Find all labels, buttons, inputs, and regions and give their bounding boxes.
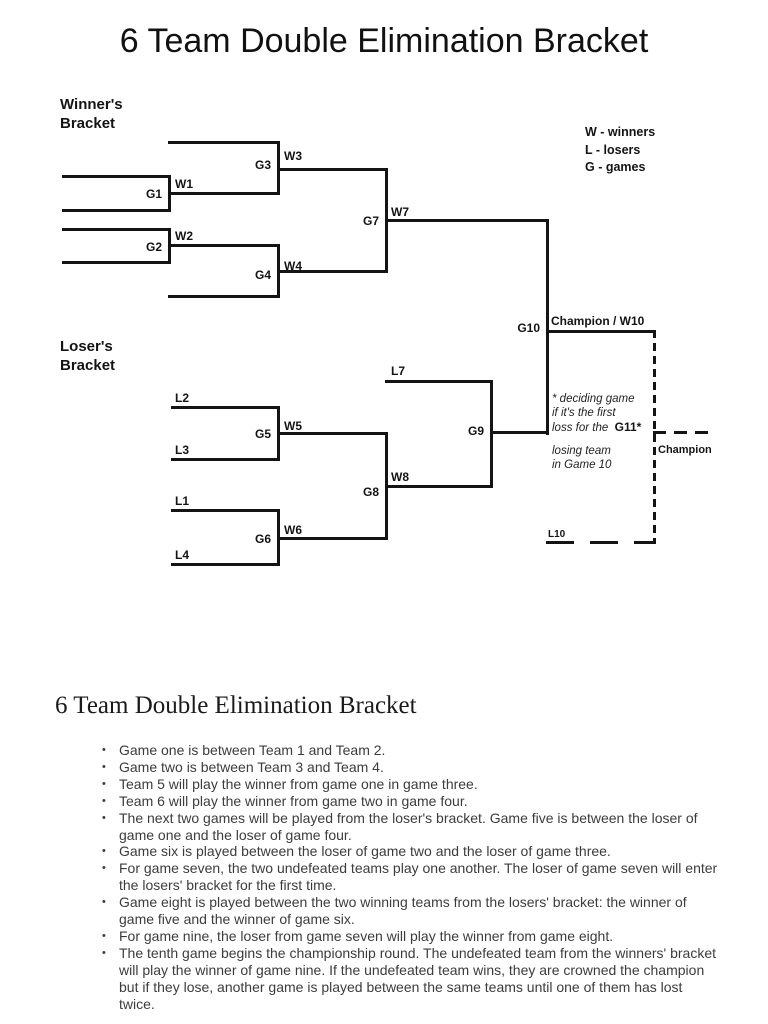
w8-line	[385, 485, 493, 488]
w6-line	[277, 537, 388, 540]
legend: W - winners L - losers G - games	[585, 124, 655, 177]
note-line4: losing team	[552, 445, 611, 457]
game2-label: G2	[145, 240, 162, 254]
g11-champion-dashed-line	[653, 431, 710, 434]
loser7-label: L7	[391, 364, 406, 378]
l7-line	[385, 380, 493, 383]
note-gap	[552, 435, 641, 444]
winner8-label: W8	[391, 470, 409, 484]
note-line1: * deciding game	[552, 393, 635, 405]
l1-line	[171, 509, 280, 512]
winner6-label: W6	[284, 523, 302, 537]
losers-bracket-header: Loser's Bracket	[60, 338, 116, 374]
bullet-item: The tenth game begins the championship r…	[100, 945, 720, 1013]
g9-vertical-line	[490, 380, 493, 488]
note-line3: loss for the G11*	[552, 420, 642, 434]
final-champion-label: Champion	[658, 444, 712, 456]
game6-label: G6	[254, 532, 271, 546]
winner3-label: W3	[284, 149, 302, 163]
l10-dashed-line	[546, 541, 656, 544]
game1-label: G1	[145, 187, 162, 201]
g1-bottom-line	[62, 209, 171, 212]
winner4-label: W4	[284, 259, 302, 273]
game7-label: G7	[362, 214, 379, 228]
w5-line	[277, 432, 388, 435]
winner2-label: W2	[175, 229, 193, 243]
game8-label: G8	[362, 485, 379, 499]
champion-w10-label: Champion / W10	[551, 314, 645, 328]
team5-line	[168, 141, 280, 144]
w3-line	[277, 168, 388, 171]
champion-w10-line	[546, 330, 656, 333]
loser10-label: L10	[548, 529, 566, 540]
l2-line	[171, 406, 280, 409]
description-heading: 6 Team Double Elimination Bracket	[55, 692, 417, 719]
bullet-item: Game two is between Team 3 and Team 4.	[100, 759, 720, 776]
g1-top-line	[62, 175, 171, 178]
l3-line	[171, 458, 280, 461]
winner1-label: W1	[175, 177, 193, 191]
bullet-item: For game seven, the two undefeated teams…	[100, 860, 720, 894]
game9-label: G9	[467, 424, 484, 438]
loser2-label: L2	[175, 391, 190, 405]
bullet-item: Team 5 will play the winner from game on…	[100, 776, 720, 793]
g11-vertical-dashed-line	[653, 330, 656, 544]
bullet-item: Game eight is played between the two win…	[100, 894, 720, 928]
w9-line	[490, 431, 549, 434]
winners-bracket-header: Winner's Bracket	[60, 96, 123, 132]
legend-losers: L - losers	[585, 142, 641, 157]
winner5-label: W5	[284, 419, 302, 433]
w7-line	[385, 219, 549, 222]
bullet-item: Team 6 will play the winner from game tw…	[100, 793, 720, 810]
loser4-label: L4	[175, 548, 190, 562]
team6-line	[168, 295, 280, 298]
g10-vertical-line	[546, 219, 549, 435]
g2-top-line	[62, 228, 171, 231]
game4-label: G4	[254, 268, 271, 282]
w2-line	[168, 244, 280, 247]
page-title: 6 Team Double Elimination Bracket	[119, 22, 649, 60]
description-bullet-list: Game one is between Team 1 and Team 2. G…	[100, 742, 720, 1013]
loser1-label: L1	[175, 494, 190, 508]
w1-line	[168, 192, 280, 195]
note-line2: if it's the first	[552, 407, 616, 419]
w4-line	[277, 270, 388, 273]
deciding-game-note: * deciding game if it's the first loss f…	[552, 392, 641, 472]
game11-label: G11*	[614, 420, 642, 434]
winner7-label: W7	[391, 205, 409, 219]
bullet-item: Game six is played between the loser of …	[100, 843, 720, 860]
game5-label: G5	[254, 427, 271, 441]
legend-games: G - games	[585, 160, 646, 174]
g2-bottom-line	[62, 261, 171, 264]
bullet-item: For game nine, the loser from game seven…	[100, 928, 720, 945]
game3-label: G3	[254, 158, 271, 172]
game10-label: G10	[517, 321, 540, 335]
note-line5: in Game 10	[552, 459, 612, 471]
l4-line	[171, 563, 280, 566]
bullet-item: The next two games will be played from t…	[100, 810, 720, 844]
legend-winners: W - winners	[585, 125, 656, 139]
loser3-label: L3	[175, 443, 190, 457]
bullet-item: Game one is between Team 1 and Team 2.	[100, 742, 720, 759]
